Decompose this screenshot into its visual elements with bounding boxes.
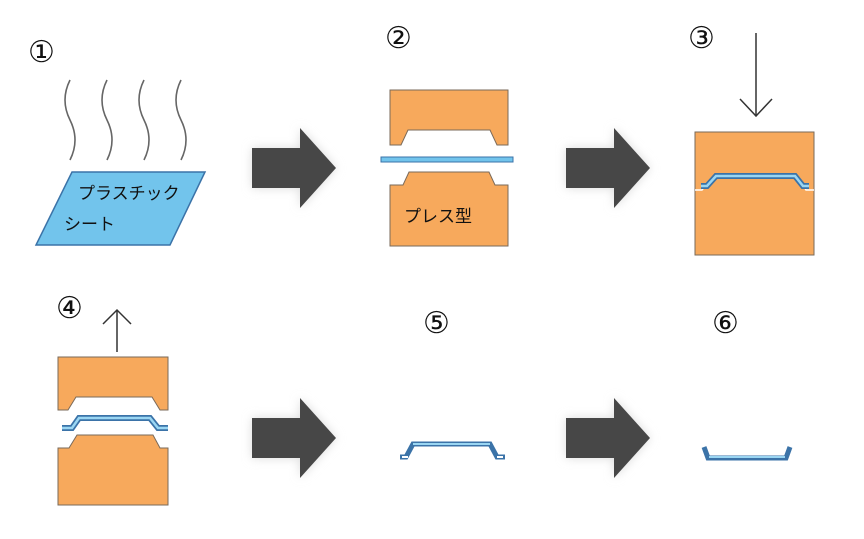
lower-press-mold xyxy=(389,171,509,247)
step-2-number: ② xyxy=(385,21,412,56)
step-3: ③ xyxy=(688,21,815,256)
step-3-number: ③ xyxy=(688,21,715,56)
formed-part-with-flange xyxy=(400,441,505,460)
process-arrow-2 xyxy=(566,128,650,208)
upper-press-mold-raised xyxy=(57,356,169,411)
plastic-sheet xyxy=(34,171,207,246)
step-6: ⑥ xyxy=(701,306,793,461)
process-arrow-4 xyxy=(566,398,650,478)
step-4-number: ④ xyxy=(56,291,83,326)
upper-press-mold xyxy=(389,89,509,146)
step-2: ② プレス型 xyxy=(380,21,514,247)
step-1: ① プラスチック シート xyxy=(28,35,207,246)
process-arrow-1 xyxy=(252,128,336,208)
process-arrow-3 xyxy=(252,398,336,478)
press-mold-label: プレス型 xyxy=(404,207,472,227)
lower-press-mold-open xyxy=(57,434,169,506)
down-arrow-icon xyxy=(739,33,773,118)
up-arrow-icon xyxy=(102,308,132,352)
step-5: ⑤ xyxy=(400,306,505,460)
step-1-number: ① xyxy=(28,35,55,70)
step-6-number: ⑥ xyxy=(712,306,739,341)
closed-press-mold xyxy=(694,131,815,256)
step-4: ④ xyxy=(56,291,169,506)
plastic-sheet-label-line2: シート xyxy=(64,215,115,235)
step-5-number: ⑤ xyxy=(423,306,450,341)
plastic-sheet-flat xyxy=(380,156,514,163)
plastic-sheet-label-line1: プラスチック xyxy=(78,184,180,204)
steam-icon xyxy=(64,79,187,161)
